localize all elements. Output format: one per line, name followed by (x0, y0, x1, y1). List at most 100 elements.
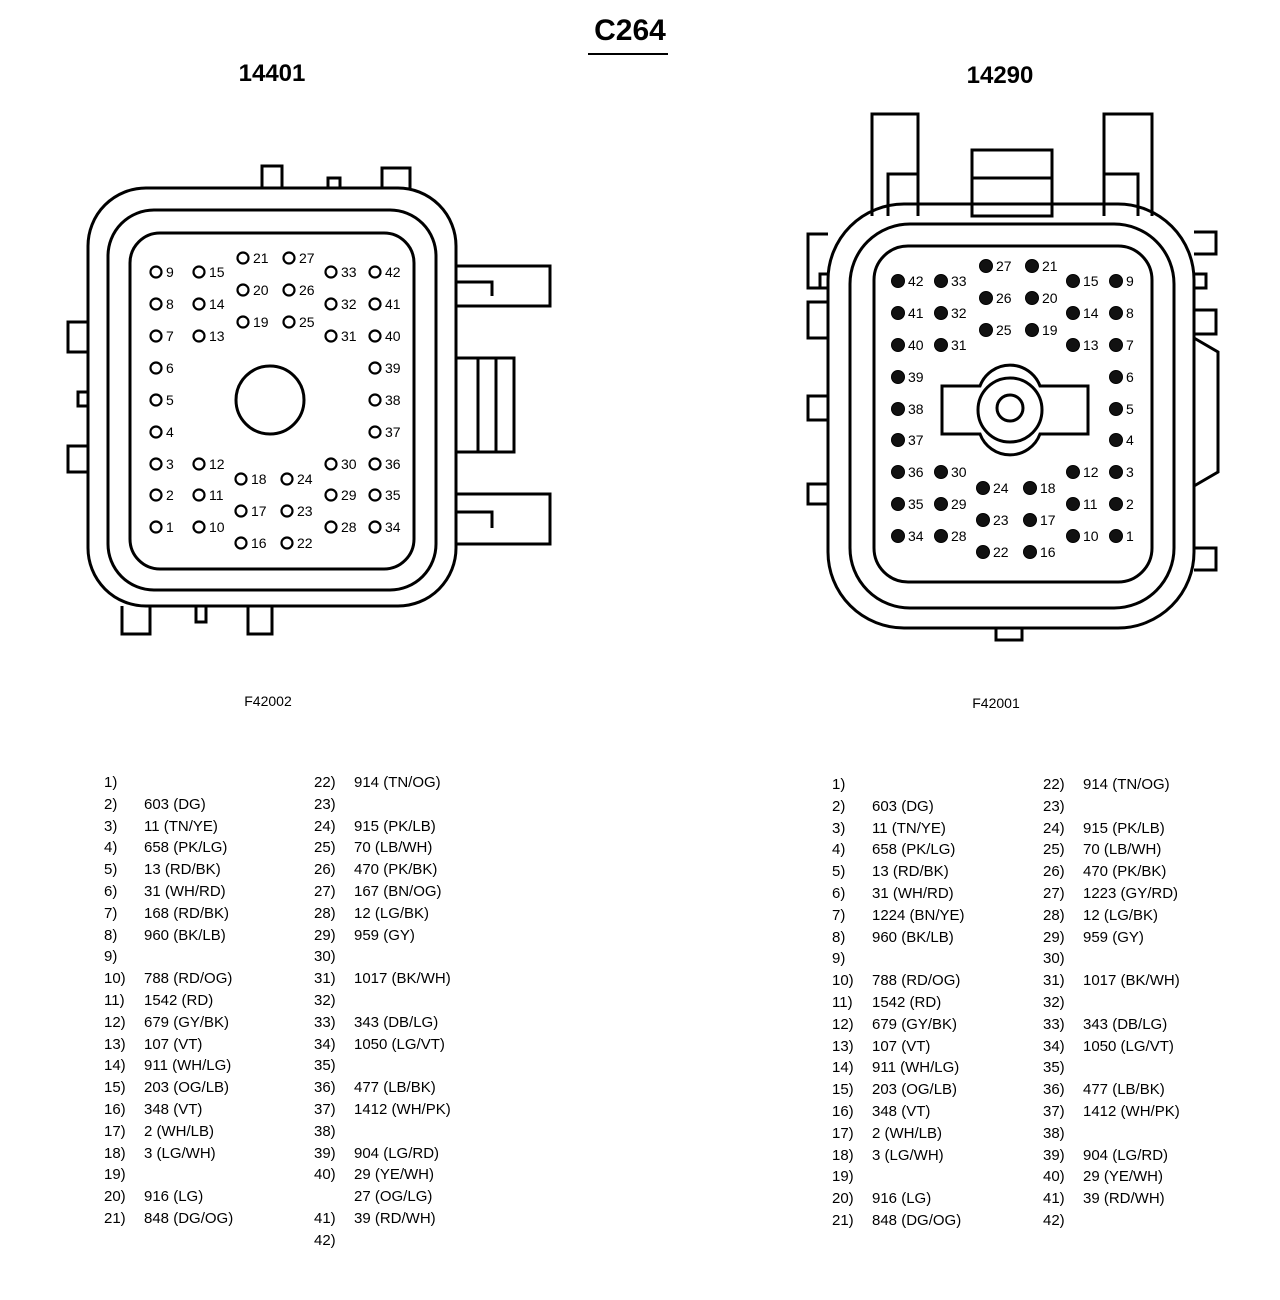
right-pin-21-marker (1025, 259, 1039, 273)
pinout-pin-number: 42) (1043, 1212, 1065, 1229)
pinout-row: 41) 39 (RD/WH) (314, 1210, 436, 1227)
left-pin-18-label: 18 (251, 471, 267, 487)
right-pin-26-marker (979, 291, 993, 305)
pinout-circuit: 911 (WH/LG) (872, 1059, 960, 1077)
pinout-circuit: 3 (LG/WH) (872, 1146, 944, 1164)
pinout-circuit: 12 (LG/BK) (354, 904, 430, 922)
left-pin-3-label: 3 (166, 456, 174, 472)
pinout-pin-number: 23) (314, 795, 336, 813)
pinout-row: 11)1542 (RD) (104, 992, 213, 1009)
pinout-circuit: 1050 (LG/VT) (1083, 1037, 1174, 1055)
pinout-pin-number: 41) (314, 1210, 336, 1227)
pinout-circuit: 658 (PK/LG) (144, 839, 228, 857)
left-pin-3-marker (149, 457, 163, 471)
pinout-row: 1) (832, 776, 872, 793)
right-pin-11-marker (1066, 497, 1080, 511)
pinout-pin-number: 37) (314, 1101, 336, 1118)
pinout-row: 18) 3 (LG/WH) (832, 1147, 944, 1164)
pinout-circuit: 470 (PK/BK) (354, 861, 438, 879)
pinout-row: 40)29 (YE/WH) (314, 1166, 434, 1183)
pinout-row: 17)2 (WH/LB) (104, 1123, 214, 1140)
left-pin-18-marker (234, 472, 248, 486)
right-pin-6-marker (1109, 370, 1123, 384)
left-pin-11-marker (192, 488, 206, 502)
right-pin-19-marker (1025, 323, 1039, 337)
left-pin-19-label: 19 (253, 314, 269, 330)
left-pin-20-marker (236, 283, 250, 297)
pinout-circuit: 788 (RD/OG) (144, 970, 233, 988)
left-pin-33-label: 33 (341, 264, 357, 280)
pinout-row: 36)477 (LB/BK) (314, 1079, 436, 1096)
right-pin-2-label: 2 (1126, 496, 1134, 512)
left-pin-30-marker (324, 457, 338, 471)
left-pin-28-marker (324, 520, 338, 534)
pinout-pin-number: 18) (832, 1146, 854, 1164)
pinout-row: 11)1542 (RD) (832, 994, 941, 1011)
left-pin-1-label: 1 (166, 519, 174, 535)
left-pin-29-label: 29 (341, 487, 357, 503)
left-pin-32-label: 32 (341, 296, 357, 312)
pinout-row: 14)911 (WH/LG) (832, 1059, 959, 1076)
left-pin-31-label: 31 (341, 328, 357, 344)
pinout-circuit: 960 (BK/LB) (144, 926, 226, 944)
pinout-row: 26)470 (PK/BK) (314, 861, 437, 878)
left-pin-10-label: 10 (209, 519, 225, 535)
right-pin-33-label: 33 (951, 273, 967, 289)
pinout-circuit: 959 (GY) (1083, 928, 1144, 946)
left-pin-36-marker (368, 457, 382, 471)
right-pin-37-marker (891, 433, 905, 447)
right-pin-22-marker (976, 545, 990, 559)
right-pin-29-marker (934, 497, 948, 511)
pinout-circuit: 3 (LG/WH) (144, 1144, 216, 1162)
right-pin-8-label: 8 (1126, 305, 1134, 321)
pinout-row: 3)11 (TN/YE) (104, 818, 218, 835)
pinout-row: 29)959 (GY) (1043, 929, 1144, 946)
pinout-row: 35) (1043, 1059, 1083, 1076)
right-pin-37-label: 37 (908, 432, 924, 448)
pinout-row: 2)603 (DG) (104, 796, 206, 813)
pinout-pin-number: 11) (104, 992, 125, 1009)
pinout-circuit: 39 (RD/WH) (354, 1210, 436, 1227)
pinout-row: 20)916 (LG) (832, 1190, 931, 1207)
left-pin-24-marker (280, 472, 294, 486)
pinout-pin-number: 33) (1043, 1015, 1065, 1033)
pinout-row: 14)911 (WH/LG) (104, 1057, 231, 1074)
pinout-circuit: 348 (VT) (872, 1103, 931, 1120)
pinout-row: 2)603 (DG) (832, 798, 934, 815)
left-pin-22-marker (280, 536, 294, 550)
left-pin-16-label: 16 (251, 535, 267, 551)
right-pin-14-label: 14 (1083, 305, 1099, 321)
left-pin-39-label: 39 (385, 360, 401, 376)
pinout-row: 31)1017 (BK/WH) (314, 970, 451, 987)
pinout-pin-number: 11) (832, 994, 853, 1011)
pinout-row: 12)679 (GY/BK) (832, 1016, 957, 1033)
pinout-row: 37)1412 (WH/PK) (1043, 1103, 1180, 1120)
pinout-pin-number: 34) (1043, 1037, 1065, 1055)
pinout-pin-number: 31) (314, 970, 336, 988)
pinout-row: 23) (314, 796, 354, 813)
pinout-pin-number: 15) (104, 1079, 126, 1097)
pinout-pin-number: 1) (832, 776, 846, 793)
left-pin-14-label: 14 (209, 296, 225, 312)
diagram-title: C264 (594, 14, 666, 47)
pinout-pin-number: 39) (1043, 1146, 1065, 1164)
left-pin-21-label: 21 (253, 250, 269, 266)
pinout-pin-number: 16) (104, 1101, 126, 1118)
right-pin-23-label: 23 (993, 512, 1009, 528)
pinout-pin-number: 7) (104, 904, 118, 922)
pinout-pin-number: 24) (1043, 819, 1065, 837)
pinout-row: 39)904 (LG/RD) (1043, 1147, 1168, 1164)
pinout-circuit: 13 (RD/BK) (872, 863, 949, 881)
pinout-row: 4)658 (PK/LG) (104, 839, 227, 856)
pinout-circuit: 603 (DG) (872, 797, 934, 815)
right-pin-30-label: 30 (951, 464, 967, 480)
pinout-circuit: 2 (WH/LB) (872, 1124, 943, 1142)
pinout-pin-number: 9) (104, 948, 118, 966)
left-pin-25-marker (282, 315, 296, 329)
left-pin-20-label: 20 (253, 282, 269, 298)
right-pin-7-label: 7 (1126, 337, 1134, 353)
pinout-row: 22)914 (TN/OG) (1043, 776, 1170, 793)
pinout-circuit: 477 (LB/BK) (354, 1079, 436, 1097)
pinout-row: 13)107 (VT) (832, 1038, 930, 1055)
pinout-row: 3)11 (TN/YE) (832, 820, 946, 837)
